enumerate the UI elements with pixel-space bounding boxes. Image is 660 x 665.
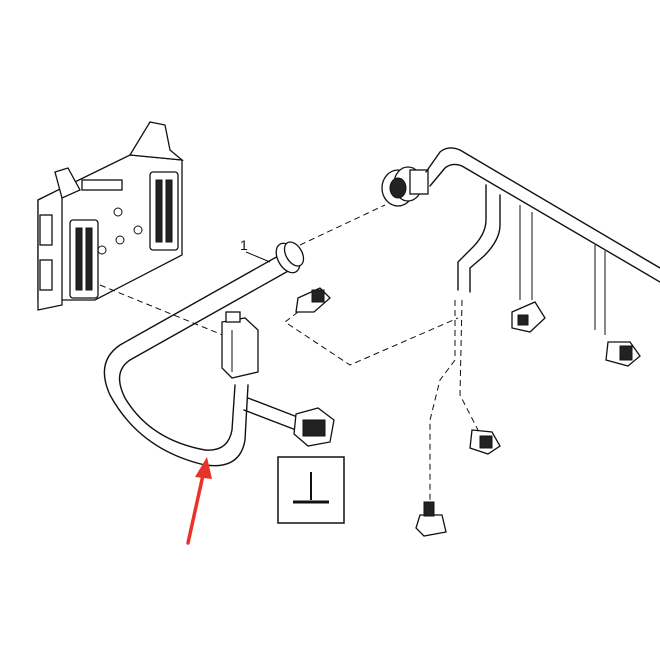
dashed-wire bbox=[284, 311, 459, 366]
loom-connector bbox=[221, 311, 259, 379]
callout-label: 1 bbox=[240, 237, 248, 253]
ground-symbol-box bbox=[277, 456, 345, 524]
fuse-box bbox=[37, 121, 185, 311]
harness-trunk bbox=[425, 147, 660, 335]
callout-leader bbox=[245, 251, 271, 263]
small-connector-4 bbox=[469, 429, 501, 455]
alignment-line bbox=[99, 284, 236, 341]
round-connector bbox=[381, 166, 429, 207]
dashed-wire bbox=[459, 299, 479, 431]
dashed-wire bbox=[429, 300, 456, 505]
plug-connector bbox=[243, 397, 335, 447]
small-connector-1 bbox=[295, 287, 331, 313]
small-connector-5 bbox=[415, 501, 447, 537]
small-connector-2 bbox=[511, 301, 546, 333]
main-loom bbox=[103, 241, 305, 467]
alignment-line bbox=[299, 204, 386, 246]
small-connector-3 bbox=[605, 341, 641, 367]
red-arrow bbox=[186, 457, 212, 545]
